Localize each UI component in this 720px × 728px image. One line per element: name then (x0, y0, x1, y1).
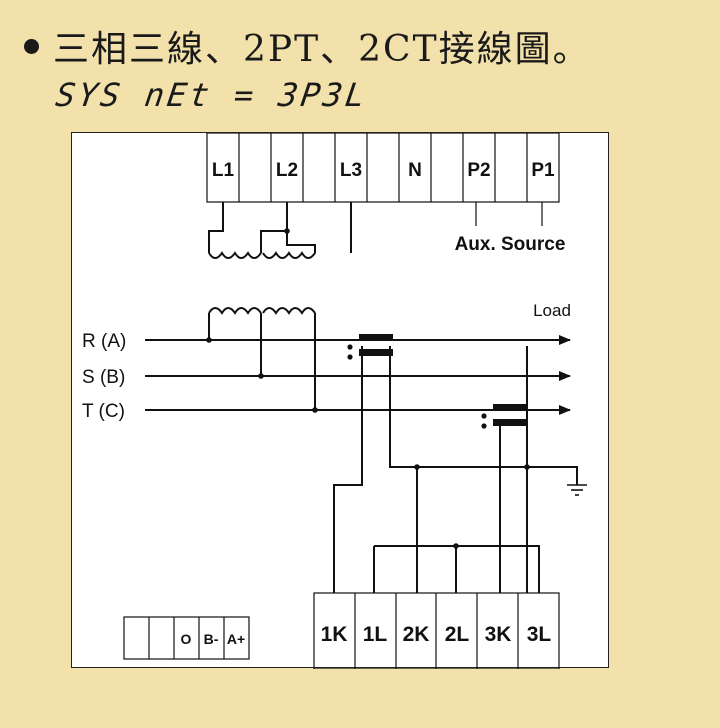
wiring-diagram: L1 L2 L3 N P2 P1 Aux. Source (71, 132, 609, 669)
terminal-label-p2: P2 (467, 160, 490, 181)
comm-terminal-b-minus: B- (204, 631, 219, 647)
terminal-label-l1: L1 (212, 160, 235, 181)
comm-terminal-a-plus: A+ (227, 631, 245, 647)
comm-terminal-block (123, 616, 250, 660)
top-terminal-labels: L1 L2 L3 N P2 P1 (212, 160, 555, 181)
slide-title: 三相三線、2PT、2CT接線圖。 (53, 29, 591, 70)
system-setting-formula: SYS nEt = 3P3L (53, 76, 371, 114)
aux-source-label: Aux. Source (455, 234, 566, 255)
ct-terminal-block (313, 592, 560, 669)
junction-dots (206, 228, 530, 549)
ct-terminal-1k: 1K (321, 623, 348, 646)
phase-label-t: T (C) (82, 401, 125, 422)
ct-terminal-2k: 2K (403, 623, 430, 646)
wiring-diagram-svg: L1 L2 L3 N P2 P1 Aux. Source (82, 133, 587, 669)
ground-icon (567, 484, 587, 496)
bullet-icon (24, 38, 39, 54)
wiring-lines (145, 202, 578, 593)
comm-terminal-labels: O B- A+ (181, 631, 246, 647)
terminal-label-l2: L2 (276, 160, 298, 181)
terminal-label-p1: P1 (531, 160, 555, 181)
ct-terminal-1l: 1L (363, 623, 388, 646)
aux-source-leads (475, 202, 543, 226)
ct-terminal-labels: 1K 1L 2K 2L 3K 3L (321, 623, 552, 646)
phase-label-r: R (A) (82, 331, 126, 352)
comm-terminal-o: O (181, 631, 192, 647)
slide-header: 三相三線、2PT、2CT接線圖。 SYS nEt = 3P3L (18, 22, 708, 114)
phase-labels: R (A) S (B) T (C) (82, 331, 126, 422)
ct-terminal-3l: 3L (527, 623, 552, 646)
ct-terminal-2l: 2L (445, 623, 470, 646)
ct-terminal-3k: 3K (485, 623, 512, 646)
terminal-label-l3: L3 (340, 160, 362, 181)
terminal-label-n: N (408, 160, 422, 181)
top-terminal-block (206, 133, 560, 203)
title-row: 三相三線、2PT、2CT接線圖。 (18, 22, 708, 70)
current-transformers (347, 334, 527, 429)
phase-label-s: S (B) (82, 367, 125, 388)
load-label: Load (533, 301, 571, 320)
